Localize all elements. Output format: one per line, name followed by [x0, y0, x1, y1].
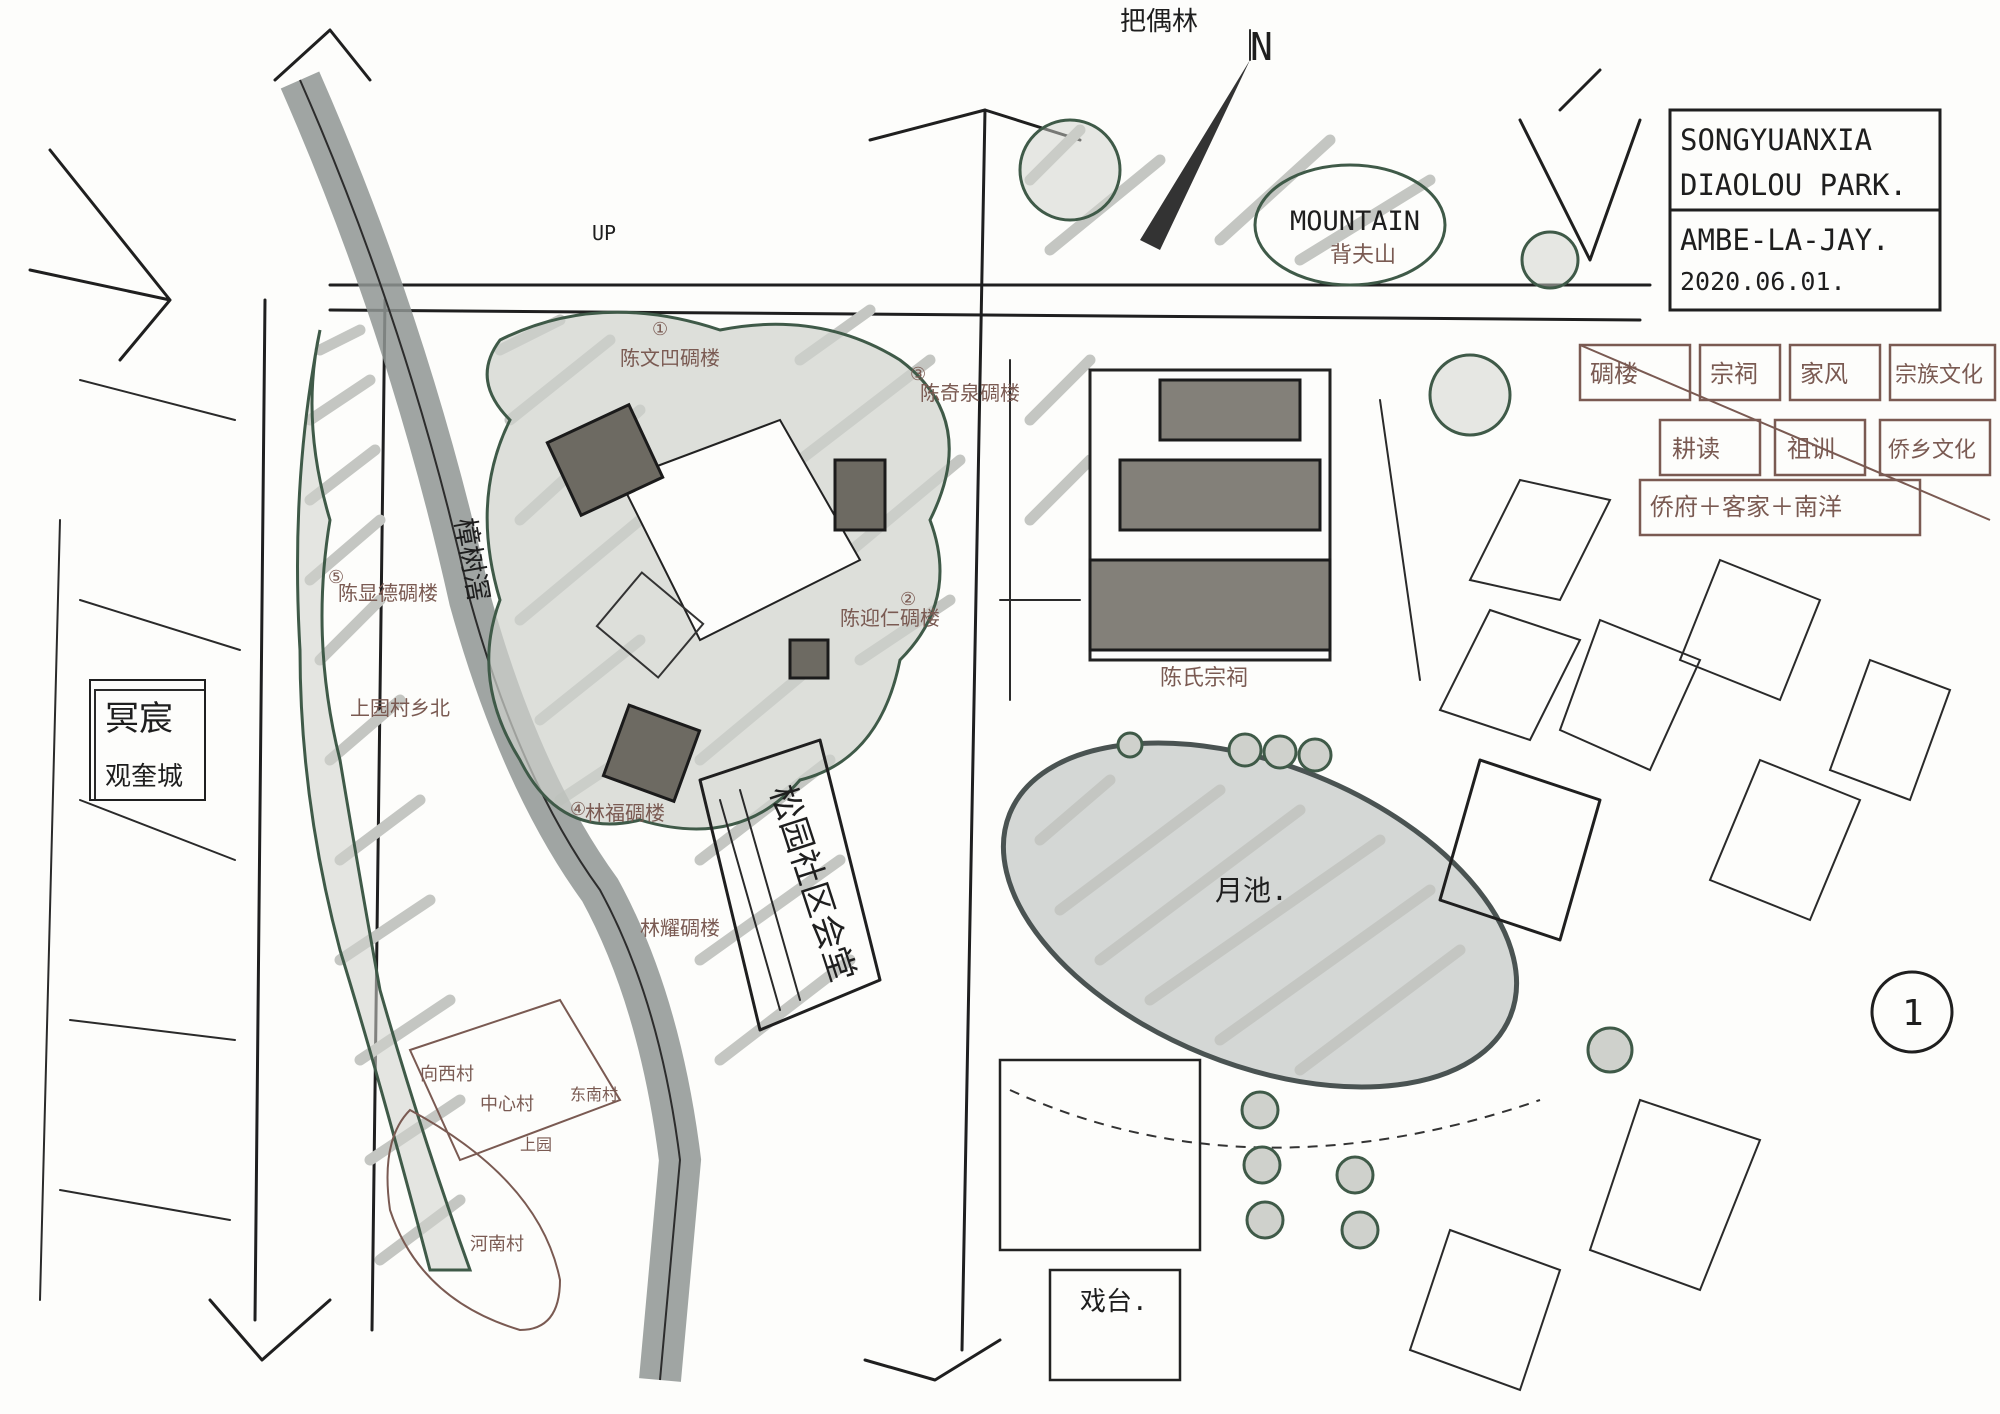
north-arrow [1140, 29, 1251, 250]
inset-label-b: 中心村 [480, 1094, 534, 1115]
mountain-area [1018, 118, 1580, 437]
ancestral-hall-label: 陈氏宗祠 [1160, 666, 1248, 691]
center-avenue [863, 108, 1082, 1382]
inset-label-d: 上园 [520, 1135, 552, 1154]
title-author: AMBE-LA-JAY. [1680, 223, 1890, 257]
inset-label-e: 河南村 [470, 1234, 524, 1255]
tree-row [1116, 731, 1634, 1250]
tower-annotation-6: 林耀碉楼 [640, 916, 720, 940]
title-date: 2020.06.01. [1680, 267, 1846, 296]
mountain-cn-label: 背夫山 [1330, 243, 1396, 268]
title-line2: DIAOLOU PARK. [1680, 168, 1907, 202]
legend-tag-boxes [1578, 343, 1997, 537]
tower-annotation-3-num: ② [900, 589, 916, 610]
stage-label: 戏台. [1080, 1287, 1148, 1317]
community-center-label: 松园社区会堂 [761, 780, 862, 986]
market-label: 冥宸 [105, 699, 173, 739]
title-line1: SONGYUANXIA [1680, 123, 1872, 157]
circled-number-label: 1 [1902, 993, 1924, 1034]
north-place: 把偶林 [1120, 7, 1198, 37]
upper-cross-road [28, 68, 1652, 362]
inset-label-c: 东南村 [570, 1085, 618, 1104]
market-sub-label: 观奎城 [105, 762, 183, 792]
legend-tag-8: 侨府＋客家＋南洋 [1650, 493, 1842, 521]
north-label: N [1250, 25, 1273, 69]
village-inset [386, 998, 622, 1332]
left-building-grid [39, 379, 241, 1301]
tower-grove [485, 310, 951, 831]
legend-tag-5: 耕读 [1672, 435, 1720, 463]
tower-annotation-2-num: ③ [910, 364, 926, 385]
inset-box-label: 上园村乡北 [350, 696, 450, 720]
legend-tag-1: 碉楼 [1590, 360, 1638, 388]
diaolou-towers [545, 402, 887, 804]
tower-annotation-2: 陈奇泉碉楼 [920, 381, 1020, 405]
legend-tag-7: 侨乡文化 [1888, 438, 1976, 463]
mountain-label: MOUNTAIN [1290, 206, 1420, 237]
tower-annotation-1: 陈文凹碉楼 [620, 346, 720, 370]
circled-number-1 [1870, 970, 1954, 1054]
legend-tag-2: 宗祠 [1710, 360, 1758, 388]
tower-annotation-4: 林福碉楼 [585, 801, 665, 825]
legend-tag-4: 宗族文化 [1895, 363, 1983, 388]
tower-annotation-5-num: ⑤ [328, 567, 344, 588]
tower-annotation-3: 陈迎仁碉楼 [840, 606, 940, 630]
legend-tag-3: 家风 [1800, 360, 1848, 388]
inset-label-a: 向西村 [420, 1064, 474, 1085]
market-block [89, 679, 206, 801]
tower-annotation-5: 陈显德碉楼 [338, 581, 438, 605]
title-block-frame [1668, 108, 1942, 312]
community-center-block [698, 738, 882, 1032]
tower-annotation-1-num: ① [652, 319, 668, 340]
up-label: UP [592, 221, 616, 245]
right-building-blocks [998, 478, 1952, 1392]
ancestral-hall [999, 359, 1421, 701]
pond-label: 月池. [1215, 874, 1288, 907]
legend-tag-6: 祖训 [1787, 435, 1835, 463]
tower-annotation-4-num: ④ [570, 799, 586, 820]
